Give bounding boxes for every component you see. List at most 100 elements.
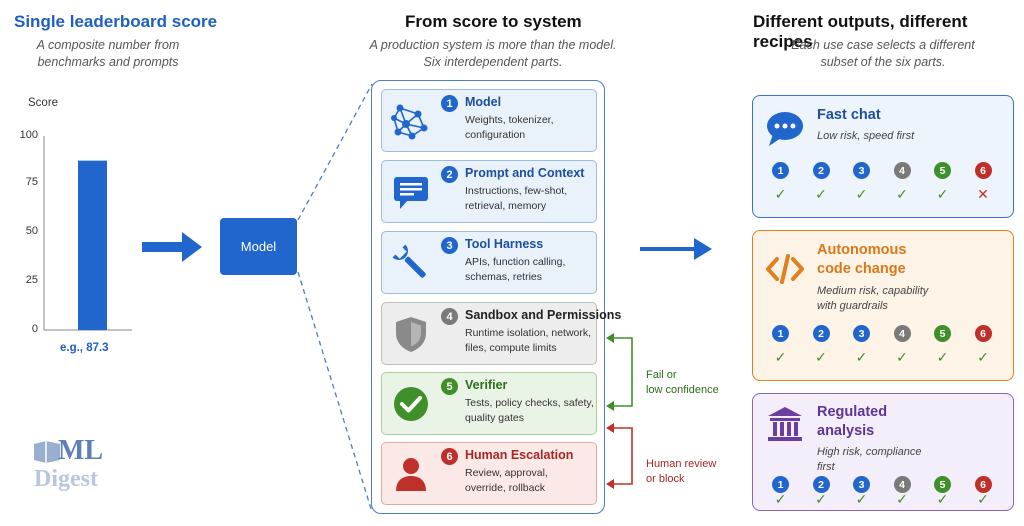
check-icon: ✓ (936, 491, 949, 507)
check-icon: ✓ (855, 186, 868, 202)
middle-title: From score to system (405, 12, 582, 31)
part-card-model: 1 Model Weights, tokenizer, configuratio… (381, 89, 597, 152)
check-icon: ✓ (855, 349, 868, 365)
part-desc-sandbox: Runtime isolation, network, files, compu… (465, 326, 597, 356)
recipe-part-number: 1 (772, 325, 789, 342)
part-card-prompt: 2 Prompt and Context Instructions, few-s… (381, 160, 597, 223)
right-subtitle: Each use case selects a different subset… (748, 37, 1018, 71)
left-subtitle-line1: A composite number from (36, 38, 180, 52)
recipe-part-number: 3 (853, 162, 870, 179)
expansion-lines (297, 83, 373, 513)
part-desc-line: schemas, retries (465, 271, 543, 283)
recipe-part-number: 1 (772, 476, 789, 493)
recipe-part-number: 6 (974, 162, 992, 179)
part-desc-verifier: Tests, policy checks, safety, quality ga… (465, 396, 597, 426)
part-number-1: 1 (441, 95, 458, 112)
recipe-desc: Medium risk, capability with guardrails (817, 284, 928, 314)
tick-50: 50 (25, 225, 38, 237)
score-chart (43, 136, 132, 331)
human-loop-arrow-icon (612, 427, 633, 485)
middle-subtitle-line1: A production system is more than the mod… (369, 38, 617, 52)
recipe-title-line1: Autonomous (817, 242, 907, 258)
part-desc-line: retrieval, memory (465, 200, 547, 212)
recipe-part-number: 6 (974, 476, 992, 493)
fail-loop-note: Fail or low confidence (646, 368, 719, 398)
part-desc-line: Runtime isolation, network, (465, 327, 592, 339)
part-desc-line: quality gates (465, 412, 524, 424)
left-title: Single leaderboard score (14, 12, 218, 31)
recipe-autonomous-code-change: Autonomous code change Medium risk, capa… (752, 230, 1014, 381)
part-desc-line: override, rollback (465, 482, 545, 494)
code-icon (766, 254, 804, 284)
check-icon: ✓ (896, 491, 908, 507)
recipe-desc: High risk, compliance first (817, 445, 922, 475)
part-desc-line: files, compute limits (465, 342, 557, 354)
system-container (371, 80, 605, 514)
tick-75: 75 (25, 176, 38, 188)
network-icon (391, 104, 428, 140)
part-title-tool-harness: Tool Harness (465, 237, 544, 251)
chat-icon (394, 177, 428, 209)
right-subtitle-line2: subset of the six parts. (820, 55, 946, 69)
part-desc-human-escalation: Review, approval, override, rollback (465, 466, 597, 496)
part-number-4: 4 (441, 308, 458, 325)
check-icon: ✓ (896, 349, 908, 365)
part-card-sandbox: 4 Sandbox and Permissions Runtime isolat… (381, 302, 621, 365)
logo-digest-text: Digest (34, 466, 98, 492)
part-desc-line: Review, approval, (465, 467, 548, 479)
recipe-part-number: 5 (934, 325, 951, 342)
recipe-title-line1: Regulated (817, 404, 888, 420)
part-card-verifier: 5 Verifier Tests, policy checks, safety,… (381, 372, 597, 435)
model-box: Model (220, 218, 297, 275)
part-desc-prompt: Instructions, few-shot, retrieval, memor… (465, 184, 597, 214)
axis-label-score: Score (28, 97, 59, 109)
ml-digest-logo: ML Digest (32, 436, 142, 496)
part-desc-line: Weights, tokenizer, (465, 114, 554, 126)
part-desc-line: Tests, policy checks, safety, (465, 397, 594, 409)
part-number-5: 5 (441, 378, 458, 395)
part-title-human-escalation: Human Escalation (465, 448, 574, 462)
recipe-part-number: 1 (772, 162, 789, 179)
tick-25: 25 (25, 274, 38, 286)
recipe-part-number: 5 (934, 162, 951, 179)
bar-value-label: e.g., 87.3 (60, 342, 109, 354)
check-icon: ✓ (896, 186, 908, 202)
check-icon: ✓ (774, 491, 787, 507)
left-subtitle: A composite number from benchmarks and p… (8, 37, 208, 71)
recipe-title-line2: code change (817, 261, 906, 277)
institution-icon (768, 407, 802, 441)
recipe-desc-line1: Medium risk, capability (817, 285, 929, 297)
wrench-icon (392, 244, 426, 278)
part-desc-line: Instructions, few-shot, (465, 185, 568, 197)
cross-icon: ✕ (977, 186, 989, 202)
recipe-title: Fast chat (817, 107, 881, 123)
fail-note-line2: low confidence (646, 384, 719, 396)
middle-subtitle-line2: Six interdependent parts. (423, 55, 563, 69)
part-card-tool-harness: 3 Tool Harness APIs, function calling, s… (381, 231, 597, 294)
recipe-part-number: 2 (812, 162, 830, 179)
check-icon: ✓ (977, 349, 989, 365)
middle-subtitle: A production system is more than the mod… (352, 37, 634, 71)
logo-ml-text: ML (58, 435, 104, 466)
check-icon: ✓ (936, 186, 949, 202)
shield-icon (396, 317, 426, 352)
recipe-desc-line1: High risk, compliance (817, 446, 922, 458)
check-icon: ✓ (815, 186, 827, 202)
check-icon: ✓ (936, 349, 949, 365)
part-desc-line: APIs, function calling, (465, 256, 566, 268)
part-title-sandbox: Sandbox and Permissions (465, 308, 622, 322)
tick-0: 0 (31, 323, 38, 335)
recipe-part-number: 2 (812, 325, 830, 342)
check-icon: ✓ (774, 186, 787, 202)
check-icon: ✓ (855, 491, 868, 507)
recipe-fast-chat: Fast chat Low risk, speed first 1✓2✓3✓4✓… (752, 95, 1014, 218)
recipe-part-number: 5 (934, 476, 951, 493)
recipe-part-number: 4 (893, 325, 911, 342)
part-number-6: 6 (441, 448, 458, 465)
recipe-part-number: 4 (893, 162, 911, 179)
feedback-loops (606, 333, 633, 489)
book-icon (34, 441, 60, 463)
part-title-model: Model (465, 95, 502, 109)
recipe-title: Autonomous code change (817, 241, 906, 279)
recipe-desc-line2: first (817, 461, 835, 473)
